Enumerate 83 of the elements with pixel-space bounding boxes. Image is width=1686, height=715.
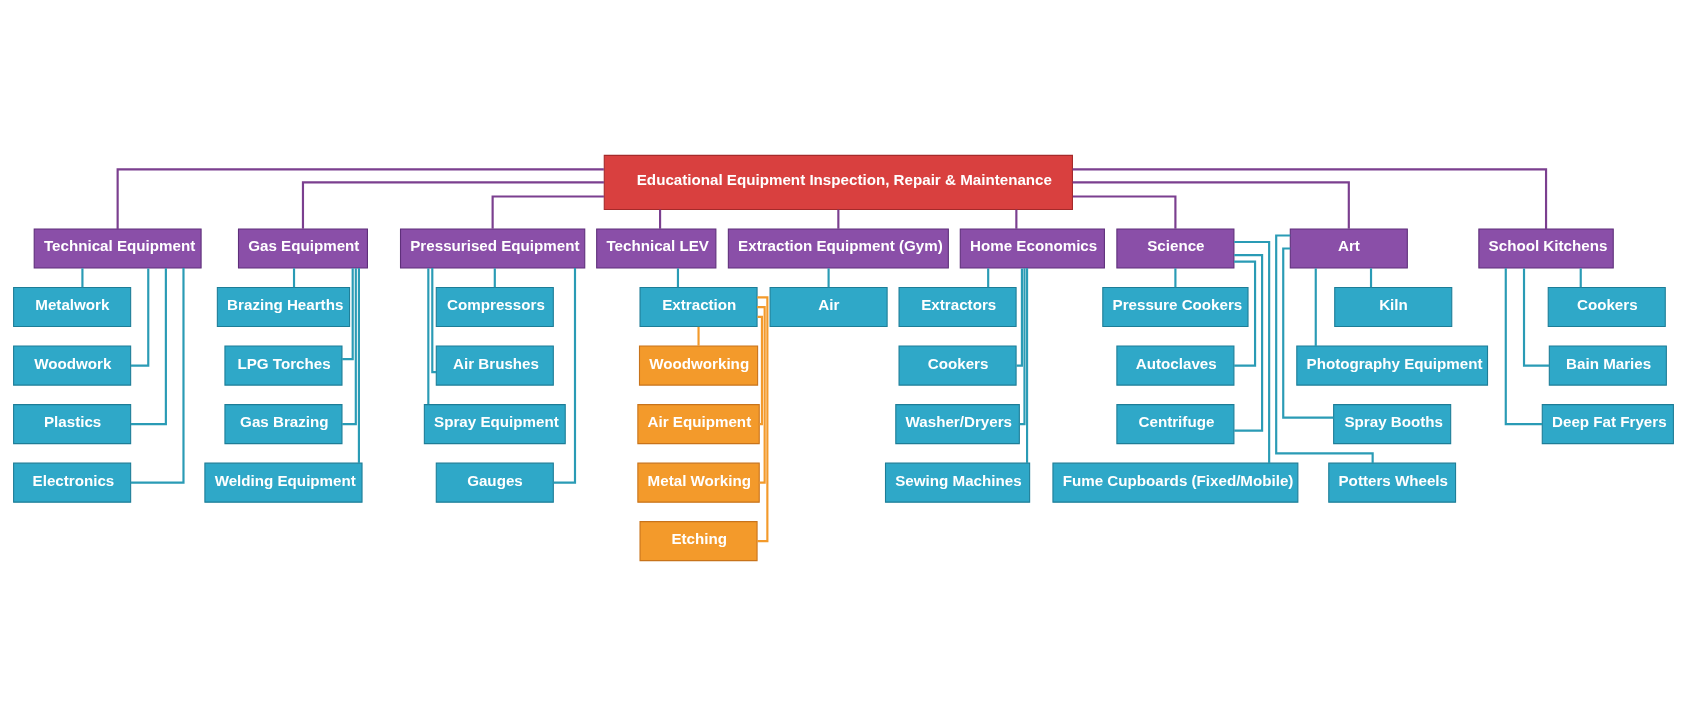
connector (986, 267, 989, 287)
connector (756, 305, 766, 484)
connector (1014, 209, 1017, 229)
node-box: Etching (639, 520, 758, 561)
node-box: Electronics (12, 462, 131, 503)
node-box: Brazing Hearths (216, 286, 350, 327)
connector (1025, 267, 1028, 463)
node-box: Science (1115, 228, 1234, 269)
node-box: Gas Equipment (237, 228, 368, 269)
connector (1072, 180, 1350, 229)
connector (493, 267, 496, 287)
node-box: School Kitchens (1477, 228, 1614, 269)
node-box: Spray Booths (1332, 403, 1451, 444)
connector (658, 209, 661, 229)
node-box: Technical LEV (595, 228, 716, 269)
node-box: Metalwork (12, 286, 131, 327)
connector (80, 267, 83, 287)
connector (1369, 267, 1372, 287)
connector (426, 267, 429, 404)
node-box: Autoclaves (1115, 345, 1234, 386)
node-box: Metal Working (636, 462, 760, 503)
connector (130, 267, 149, 367)
node-box: Washer/Dryers (894, 403, 1020, 444)
connector (1314, 267, 1317, 346)
node-box: LPG Torches (223, 345, 343, 386)
node-box: Plastics (12, 403, 131, 444)
node-box: Woodwork (12, 345, 131, 386)
connector (301, 180, 604, 229)
node-box: Spray Equipment (423, 403, 566, 444)
connector (491, 194, 604, 229)
node-box: Art (1289, 228, 1408, 269)
node-box: Sewing Machines (884, 462, 1030, 503)
connector (1233, 240, 1270, 463)
connector (1015, 267, 1023, 367)
node-box: Pressure Cookers (1101, 286, 1249, 327)
node-box: Gauges (435, 462, 554, 503)
node-box: Air Brushes (435, 345, 554, 386)
node-box: Technical Equipment (33, 228, 202, 269)
connector (116, 167, 604, 229)
connector (756, 295, 768, 542)
node-box: Pressurised Equipment (399, 228, 585, 269)
connector (341, 267, 357, 425)
connector (1281, 246, 1334, 419)
connector (1072, 194, 1176, 229)
node-box: Woodworking (638, 345, 758, 386)
node-box: Photography Equipment (1295, 345, 1488, 386)
node-box: Air Equipment (636, 403, 760, 444)
connector (430, 267, 436, 373)
node-box: Educational Equipment Inspection, Repair & Maintenance (603, 154, 1073, 210)
node-box: Air (769, 286, 888, 327)
node-box: Extraction (639, 286, 758, 327)
connector (1019, 267, 1026, 425)
node-box: Compressors (435, 286, 554, 327)
node-box: Extraction Equipment (Gym) (727, 228, 949, 269)
connector (836, 209, 839, 229)
node-box: Kiln (1333, 286, 1452, 327)
node-box: Centrifuge (1115, 403, 1234, 444)
node-box: Home Economics (959, 228, 1105, 269)
connector (1274, 233, 1374, 463)
node-box: Cookers (1547, 286, 1666, 327)
connector (827, 267, 830, 287)
connector (696, 326, 700, 346)
connector (292, 267, 295, 287)
connector (1579, 267, 1582, 287)
node-box: Extractors (898, 286, 1017, 327)
connector (341, 267, 354, 360)
node-box: Potters Wheels (1327, 462, 1456, 503)
connector (1233, 253, 1263, 432)
connector (1233, 259, 1256, 367)
connector (357, 267, 360, 463)
node-box: Fume Cupboards (Fixed/Mobile) (1051, 462, 1298, 503)
connector (130, 267, 185, 484)
node-box: Cookers (898, 345, 1017, 386)
connector (1504, 267, 1542, 425)
connector (1072, 167, 1547, 229)
node-box: Deep Fat Fryers (1541, 403, 1674, 444)
node-box: Welding Equipment (203, 462, 363, 503)
node-box: Bain Maries (1548, 345, 1667, 386)
connector (756, 315, 763, 425)
node-box: Gas Brazing (223, 403, 343, 444)
connector (1173, 267, 1176, 287)
connector (676, 267, 679, 287)
connector (130, 267, 167, 425)
